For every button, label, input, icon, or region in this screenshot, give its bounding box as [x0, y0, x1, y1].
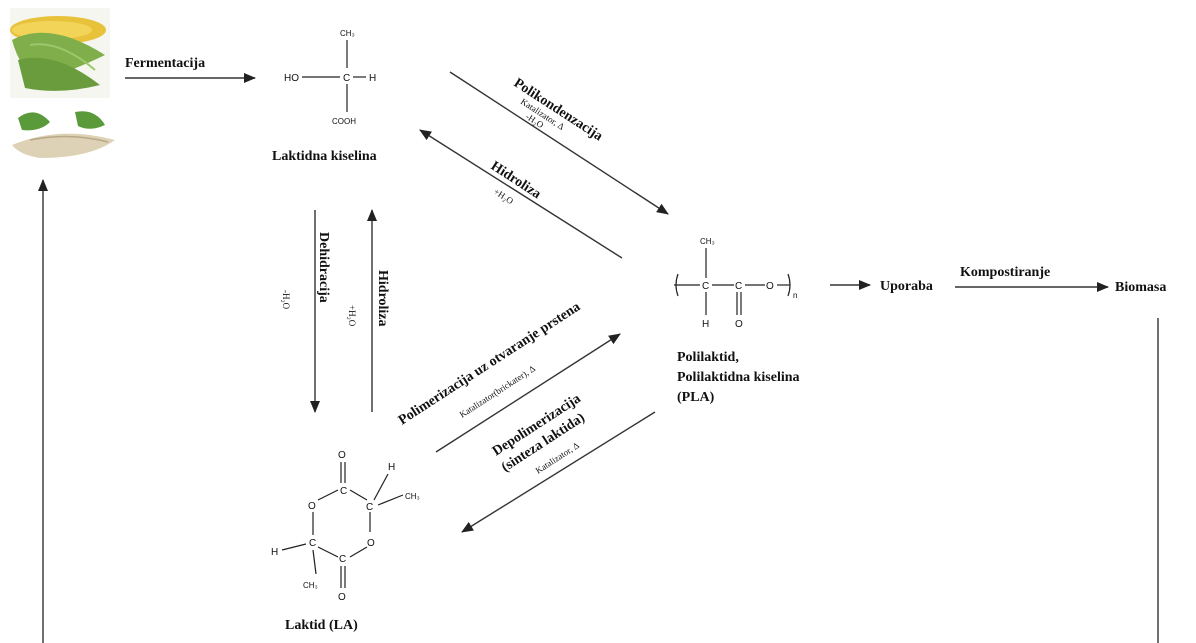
fermentation-label: Fermentacija — [125, 56, 205, 71]
lactide-label: Laktid (LA) — [285, 618, 358, 633]
lactide-atom-c1: C — [340, 486, 347, 497]
pla-name-line2: Polilaktidna kiselina — [677, 370, 800, 385]
root-image — [12, 111, 115, 158]
pla-atom-c1: C — [702, 281, 709, 292]
pla-atom-ch3: CH₃ — [700, 237, 715, 246]
pla-atom-o2: O — [735, 319, 743, 330]
pla-name-line1: Polilaktid, — [677, 350, 739, 365]
pla-atom-c2: C — [735, 281, 742, 292]
atom-c: C — [343, 73, 350, 84]
lactide-atom-ch3-left: CH₃ — [303, 581, 318, 590]
atom-h: H — [369, 73, 376, 84]
hydrolysis-top-water: +H₂O — [492, 186, 516, 206]
hydrolysis-left-water: +H₂O — [347, 305, 357, 327]
lactide-atom-c2: C — [366, 502, 373, 513]
lactide-atom-c3: C — [339, 554, 346, 565]
lactic-acid-structure: CH₃ HO C H COOH — [284, 29, 376, 126]
lactic-acid-label: Laktidna kiselina — [272, 149, 377, 164]
leaf — [18, 112, 50, 131]
pla-atom-h: H — [702, 319, 709, 330]
pla-atom-n: n — [793, 291, 797, 300]
lactide-atom-o2: O — [367, 538, 375, 549]
lactide-atom-o3: O — [338, 450, 346, 461]
polycondensation-label: Polikondenzacija — [511, 76, 605, 144]
root — [12, 133, 115, 158]
dehydration-label: Dehidracija — [316, 232, 331, 303]
atom-cooh: COOH — [332, 117, 356, 126]
pla-atom-o: O — [766, 281, 774, 292]
pla-name-line3: (PLA) — [677, 390, 715, 405]
atom-ho: HO — [284, 73, 299, 84]
corn-image — [10, 8, 110, 98]
lactide-atom-o4: O — [338, 592, 346, 603]
atom-ch3: CH₃ — [340, 29, 355, 38]
lactide-structure: O C C O C C O O H CH₃ H CH₃ — [271, 450, 420, 603]
use-label: Uporaba — [880, 279, 933, 294]
hydrolysis-left-label: Hidroliza — [375, 270, 390, 327]
composting-label: Kompostiranje — [960, 265, 1050, 280]
biomass-label: Biomasa — [1115, 280, 1166, 295]
pla-structure: CH₃ C C O n H O — [674, 237, 797, 330]
lactide-atom-h1: H — [388, 462, 395, 473]
lactide-atom-ch3-right: CH₃ — [405, 492, 420, 501]
dehydration-water: -H₂O — [281, 290, 291, 310]
lactide-atom-h2: H — [271, 547, 278, 558]
lactide-atom-o1: O — [308, 501, 316, 512]
lactide-atom-c4: C — [309, 538, 316, 549]
